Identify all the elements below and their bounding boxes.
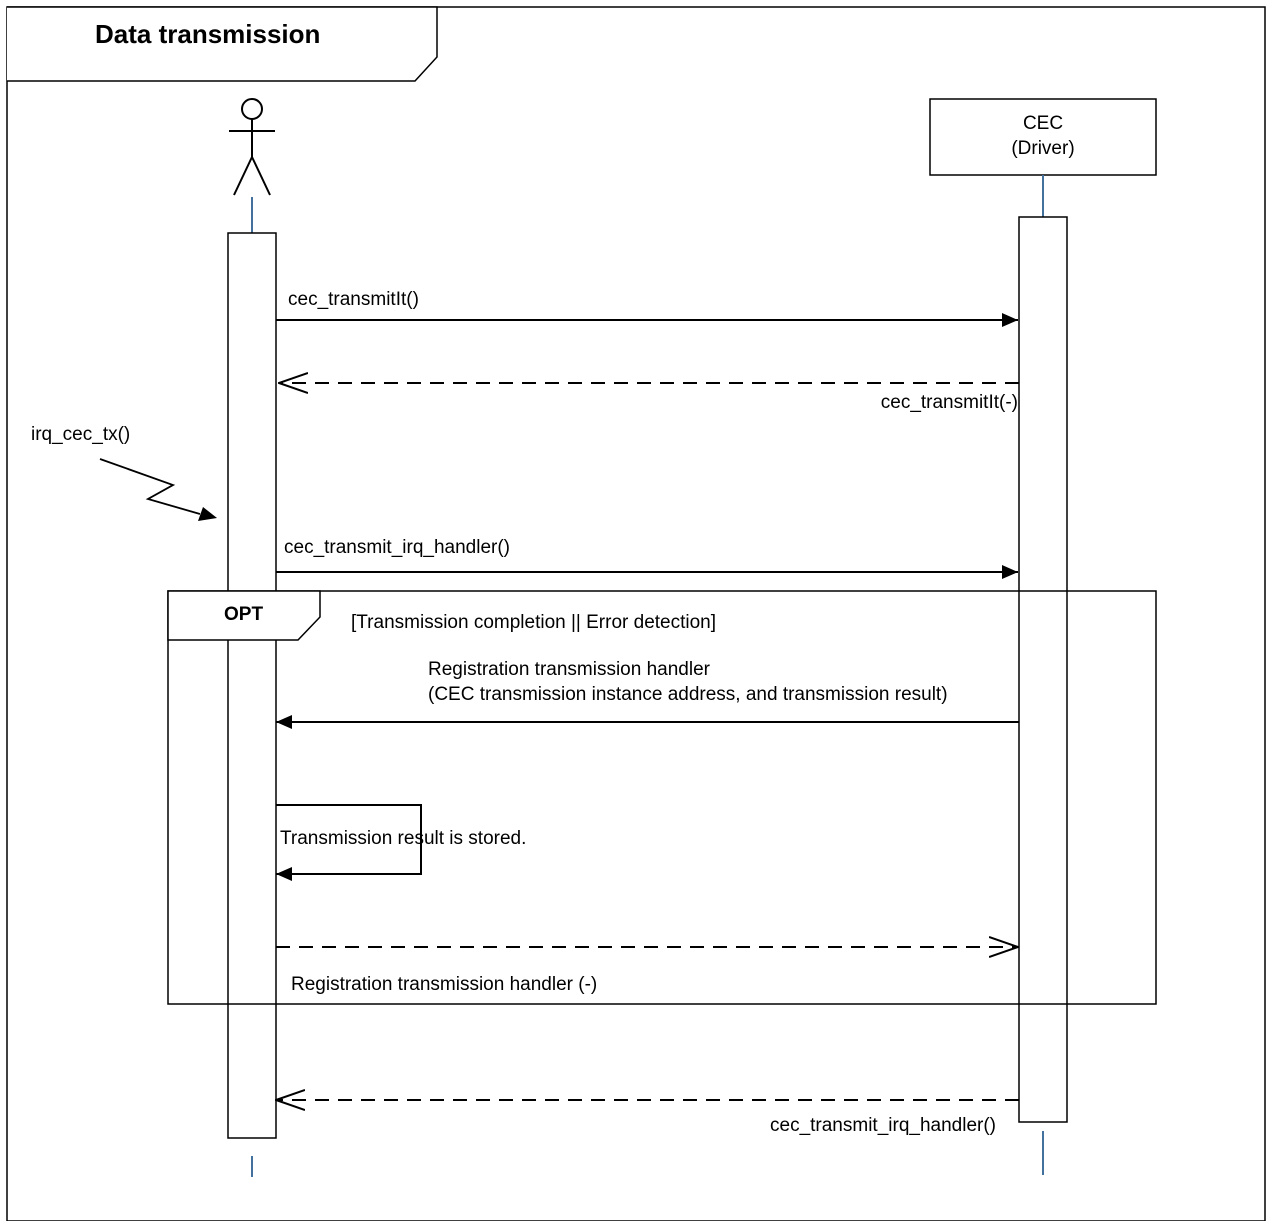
cec-participant-subtitle: (Driver) (1011, 138, 1075, 159)
external-event-label: irq_cec_tx() (31, 424, 131, 445)
frame-title: Data transmission (95, 19, 321, 49)
interrupt-event-icon (99, 458, 201, 515)
message-label-registration-line1: Registration transmission handler (428, 659, 710, 680)
opt-operator-label: OPT (224, 604, 264, 625)
message-label-registration-line2: (CEC transmission instance address, and … (428, 684, 948, 705)
self-call-arrow (276, 804, 422, 881)
return-label-transmitit: cec_transmitIt(-) (880, 392, 1018, 413)
return-label-registration-handler: Registration transmission handler (-) (291, 974, 598, 995)
message-label-irq-handler: cec_transmit_irq_handler() (284, 537, 510, 558)
cec-activation-bar (1018, 216, 1068, 1123)
interrupt-arrowhead (198, 507, 217, 521)
cec-participant-name: CEC (1022, 113, 1064, 134)
return-label-irq-handler: cec_transmit_irq_handler() (770, 1115, 996, 1136)
opt-guard-condition: [Transmission completion || Error detect… (351, 612, 717, 633)
cec-participant-box (929, 98, 1157, 176)
actor-activation-bar (227, 232, 277, 1139)
frame-title-tab (7, 6, 438, 82)
opt-fragment (167, 590, 1157, 1005)
opt-fragment-tab (167, 590, 321, 641)
message-label-transmitit: cec_transmitIt() (288, 289, 419, 310)
actor-icon (229, 98, 275, 196)
diagram-frame (6, 6, 1266, 1221)
self-call-label: Transmission result is stored. (280, 828, 527, 849)
